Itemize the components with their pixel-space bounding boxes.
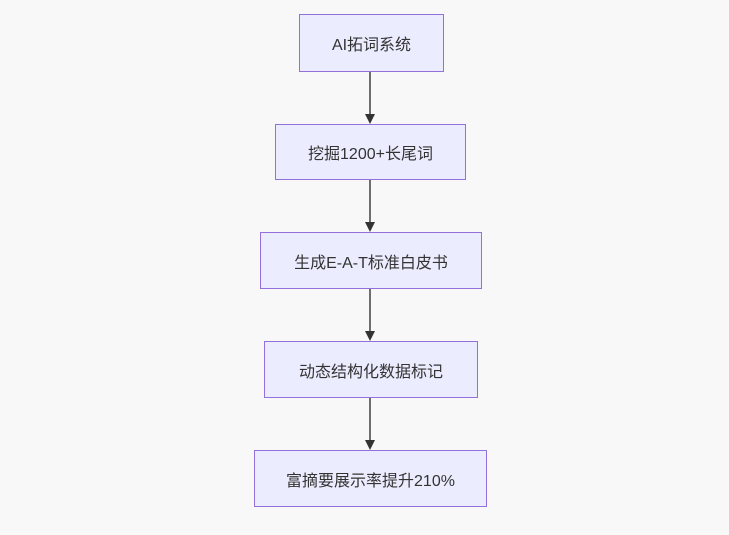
edge-line-1: [369, 72, 371, 115]
node-label: 生成E-A-T标准白皮书: [294, 254, 448, 272]
flowchart-node-longtail-mining: 挖掘1200+长尾词: [275, 124, 466, 180]
node-label: 富摘要展示率提升210%: [286, 472, 455, 490]
flowchart-node-eat-whitepaper: 生成E-A-T标准白皮书: [260, 232, 482, 289]
flowchart-node-ai-keyword-system: AI拓词系统: [299, 14, 444, 72]
arrowhead-down-icon: [365, 114, 375, 124]
node-label: 动态结构化数据标记: [298, 363, 443, 381]
flowchart-node-rich-snippet-uplift: 富摘要展示率提升210%: [254, 450, 487, 507]
node-label: 挖掘1200+长尾词: [308, 146, 433, 163]
arrowhead-down-icon: [365, 440, 375, 450]
edge-line-4: [369, 398, 371, 441]
edge-line-3: [369, 289, 371, 332]
arrowhead-down-icon: [365, 331, 375, 341]
edge-line-2: [369, 180, 371, 223]
flowchart-node-structured-data-markup: 动态结构化数据标记: [264, 341, 478, 398]
node-label: AI拓词系统: [331, 37, 412, 54]
arrowhead-down-icon: [365, 222, 375, 232]
